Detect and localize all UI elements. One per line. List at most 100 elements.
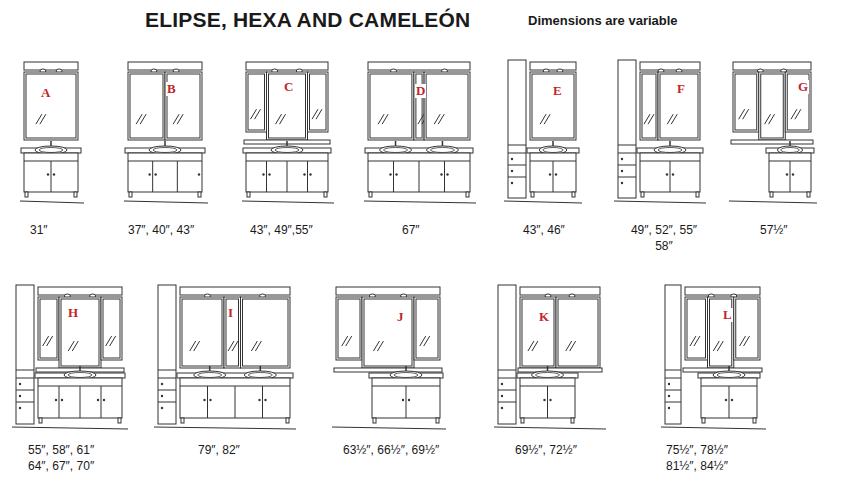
drawer-line xyxy=(665,390,681,391)
countertop xyxy=(369,373,443,378)
basin-inner xyxy=(430,148,454,153)
cabinet-foot xyxy=(369,192,372,197)
dimension: 43″, 49″,55″ xyxy=(250,222,313,238)
mirror-reflection xyxy=(671,114,677,124)
mirror-reflection xyxy=(232,341,238,351)
tall-column xyxy=(16,285,34,424)
cabinet-foot xyxy=(25,192,28,197)
mirror-panel xyxy=(759,72,786,140)
drawer-line xyxy=(498,378,516,379)
callout-letter: E xyxy=(552,84,563,98)
mirror-reflection xyxy=(424,336,430,346)
faucet xyxy=(789,141,791,146)
faucet xyxy=(209,366,211,371)
mirror-glass xyxy=(310,74,327,130)
faucet xyxy=(164,141,166,146)
dimension: 31″ xyxy=(30,222,48,238)
glass-shelf xyxy=(731,140,813,144)
knob xyxy=(53,173,55,175)
cabinet-foot xyxy=(74,192,77,197)
drawer-line xyxy=(498,390,516,391)
knob xyxy=(792,173,794,175)
mirror-glass xyxy=(103,299,120,358)
column-divider xyxy=(665,370,681,371)
countertop xyxy=(527,148,579,153)
mirror-panel xyxy=(785,72,811,132)
faucet xyxy=(260,366,262,371)
basin-inner xyxy=(275,148,299,153)
mirror-panel xyxy=(101,297,122,360)
mirror-panel xyxy=(708,297,734,368)
cabinet-foot xyxy=(702,418,705,423)
cabinet xyxy=(530,153,576,192)
callout-letter: B xyxy=(166,82,177,96)
vanity-unit xyxy=(242,62,334,203)
faucet xyxy=(552,141,554,146)
faucet xyxy=(50,141,52,146)
basin-inner xyxy=(781,148,799,153)
mirror-panel xyxy=(414,72,424,140)
countertop xyxy=(35,373,125,378)
vanity-unit xyxy=(154,285,296,429)
mirror-reflection xyxy=(570,341,576,351)
knob xyxy=(395,173,397,175)
dimension: 75½″, 78½″ 81½″, 84½″ xyxy=(666,442,752,474)
dimension: 55″, 58″, 61″ 64″, 67″, 70″ xyxy=(28,442,112,474)
vanity-unit xyxy=(614,60,706,203)
mirror-reflection xyxy=(316,109,322,119)
mirror-glass xyxy=(130,74,163,138)
drawer-line xyxy=(618,153,636,154)
cabinet xyxy=(769,153,811,192)
door-line xyxy=(790,161,791,192)
cabinet-foot xyxy=(39,418,42,423)
countertop xyxy=(21,148,81,153)
mirror-glass xyxy=(558,299,598,366)
mirror-reflection xyxy=(194,341,200,351)
floor-line xyxy=(494,427,606,429)
mirror-reflection xyxy=(717,341,723,351)
mirror-glass xyxy=(226,299,239,366)
basin-inner xyxy=(248,373,272,378)
basin-inner xyxy=(536,373,560,378)
floor-line xyxy=(364,201,476,203)
door-line xyxy=(152,161,153,192)
drawer-line xyxy=(618,177,636,178)
light-bar xyxy=(520,287,600,295)
drawer-line xyxy=(16,378,34,379)
light-bar xyxy=(685,287,760,295)
faucet xyxy=(286,141,288,146)
floor-line xyxy=(504,201,582,203)
mirror-panel xyxy=(520,297,556,368)
knob xyxy=(501,407,503,409)
door-line xyxy=(406,386,407,418)
knob xyxy=(303,173,305,175)
knob xyxy=(621,170,623,172)
mirror-panel xyxy=(336,297,362,360)
drawer-band xyxy=(128,161,202,162)
drawer-line xyxy=(665,402,681,403)
knob xyxy=(389,173,391,175)
mirror-reflection xyxy=(255,109,261,119)
cabinet-foot xyxy=(466,192,469,197)
cabinet xyxy=(246,153,328,192)
knob xyxy=(511,182,513,184)
mirror-glass xyxy=(642,74,656,138)
callout-letter: G xyxy=(797,80,809,94)
knob xyxy=(161,407,163,409)
vanity-unit xyxy=(124,62,208,203)
knob xyxy=(47,173,49,175)
mirror-panel xyxy=(733,72,759,132)
door-line xyxy=(307,161,308,192)
floor-line xyxy=(332,427,446,429)
knob xyxy=(501,395,503,397)
callout-letter: C xyxy=(283,80,294,94)
cabinet-foot xyxy=(572,192,575,197)
mirror-glass xyxy=(182,299,222,366)
knob xyxy=(672,173,674,175)
mirror-glass xyxy=(426,74,468,138)
countertop xyxy=(637,148,703,153)
mirror-panel xyxy=(128,72,165,140)
knob xyxy=(621,158,623,160)
knob xyxy=(511,170,513,172)
mirror-panel xyxy=(414,297,440,360)
